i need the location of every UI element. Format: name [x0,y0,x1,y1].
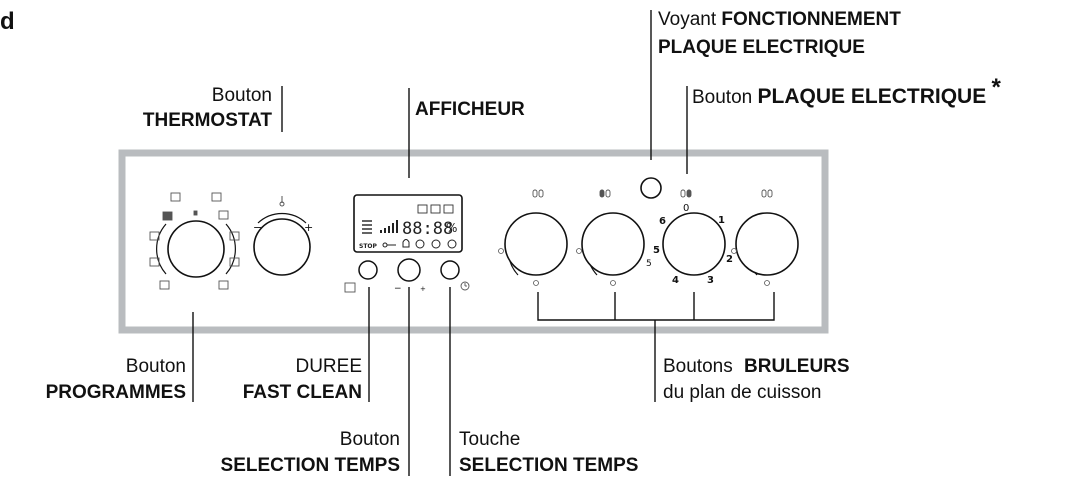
thermostat-minus-mark: − [253,221,262,234]
bouton-plaque-normal: Bouton [692,87,753,108]
bouton-plaque-bold: PLAQUE ELECTRIQUE [757,85,987,108]
programme-icons [149,192,240,290]
duree-fast-clean-button[interactable] [358,260,378,280]
selection-touche-line1: Touche [459,429,521,450]
bouton-plaque-label: Bouton PLAQUE ELECTRIQUE * [692,76,1001,110]
hotplate-four-mark: 4 [672,275,679,286]
voyant-label-normal: Voyant [658,9,717,30]
selection-temps-button[interactable] [440,260,460,280]
hotplate-knob[interactable] [662,212,726,276]
hotplate-two-mark: 2 [726,254,733,265]
programme-icon-selected [162,211,173,221]
display-stop: STOP [359,243,378,250]
hotplate-one-mark: 1 [718,215,725,226]
programme-icon-defrost [218,210,229,220]
display-mode-icons [417,204,454,214]
programme-icon-grill [170,192,181,202]
bruleurs-label-line2: du plan de cuisson [663,382,822,403]
hotplate-indicator-icon [680,189,692,198]
display-screen [353,194,463,253]
hotplate-three-mark: 3 [707,275,714,286]
thermostat-label-line1: Bouton [211,85,272,106]
selection-touche-line2: SELECTION TEMPS [459,455,639,476]
programme-icon-convection [149,231,160,241]
hotplate-six-mark: 6 [659,216,666,227]
programme-icon-fan [211,192,222,202]
burner-2-flame-icons [576,248,616,286]
selection-bouton-line2: SELECTION TEMPS [220,455,400,476]
bruleurs-bold: BRULEURS [744,356,850,377]
fast-clean-icon [344,282,356,293]
bruleurs-label: Boutons BRULEURS [663,355,850,379]
afficheur-label: AFFICHEUR [415,99,525,120]
programme-icon-bottom [149,257,160,267]
clock-icon [460,281,470,291]
display-percent: % [446,221,457,235]
burner-2-five-mark: 5 [646,259,652,269]
programmes-label-line2: PROGRAMMES [45,382,186,403]
selection-bouton-line1: Bouton [339,429,400,450]
bruleurs-bracket [537,292,775,321]
duree-label-line2: FAST CLEAN [242,382,362,403]
thermostat-arc [257,212,307,224]
corner-letter: d [0,8,15,35]
burner-4-flame-icons [731,248,770,286]
burner-knob-2[interactable] [581,212,645,276]
display-symbol-2 [415,239,425,249]
programme-icon-off [193,210,198,216]
duree-label-line1: DUREE [295,356,362,377]
timer-minus-mark: − [394,284,402,294]
voyant-label-bold: FONCTIONNEMENT [721,9,901,30]
burner-indicator-icon-4 [761,189,773,198]
thermostat-knob[interactable] [253,218,311,276]
display-signal-bars [380,220,398,233]
voyant-label-line2: PLAQUE ELECTRIQUE [658,37,865,58]
burner-knob-1[interactable] [504,212,568,276]
hotplate-zero-mark: 0 [683,203,689,214]
hotplate-five-mark: 5 [653,245,660,256]
display-menu-icon [362,220,372,234]
plaque-electrique-indicator-light [640,177,662,199]
display-symbol-4 [447,239,457,249]
burner-indicator-icon-2 [599,189,611,198]
programme-icon-eco [218,280,229,290]
programme-icon-dual-grill [229,257,240,267]
asterisk-footnote: * [991,74,1001,101]
thermometer-icon [279,196,285,207]
bruleurs-normal: Boutons [663,356,733,377]
programme-icon-light [159,280,170,290]
display-time: 88:88 [402,219,453,239]
bell-icon [402,239,410,248]
control-panel-frame [118,149,829,334]
voyant-label: Voyant FONCTIONNEMENT [658,8,901,32]
key-icon [382,242,396,248]
thermostat-label-line2: THERMOSTAT [142,110,272,131]
programmes-label-line1: Bouton [125,356,186,377]
flame-icon [498,248,539,286]
programmes-knob[interactable] [156,220,236,278]
thermostat-plus-mark: + [304,221,313,234]
programme-icon-top-heat [229,231,240,241]
timer-plus-mark: + [420,285,426,293]
burner-indicator-icon-1 [532,189,544,198]
display-symbol-3 [431,239,441,249]
burner-knob-4[interactable] [735,212,799,276]
selection-temps-knob[interactable] [397,258,421,282]
